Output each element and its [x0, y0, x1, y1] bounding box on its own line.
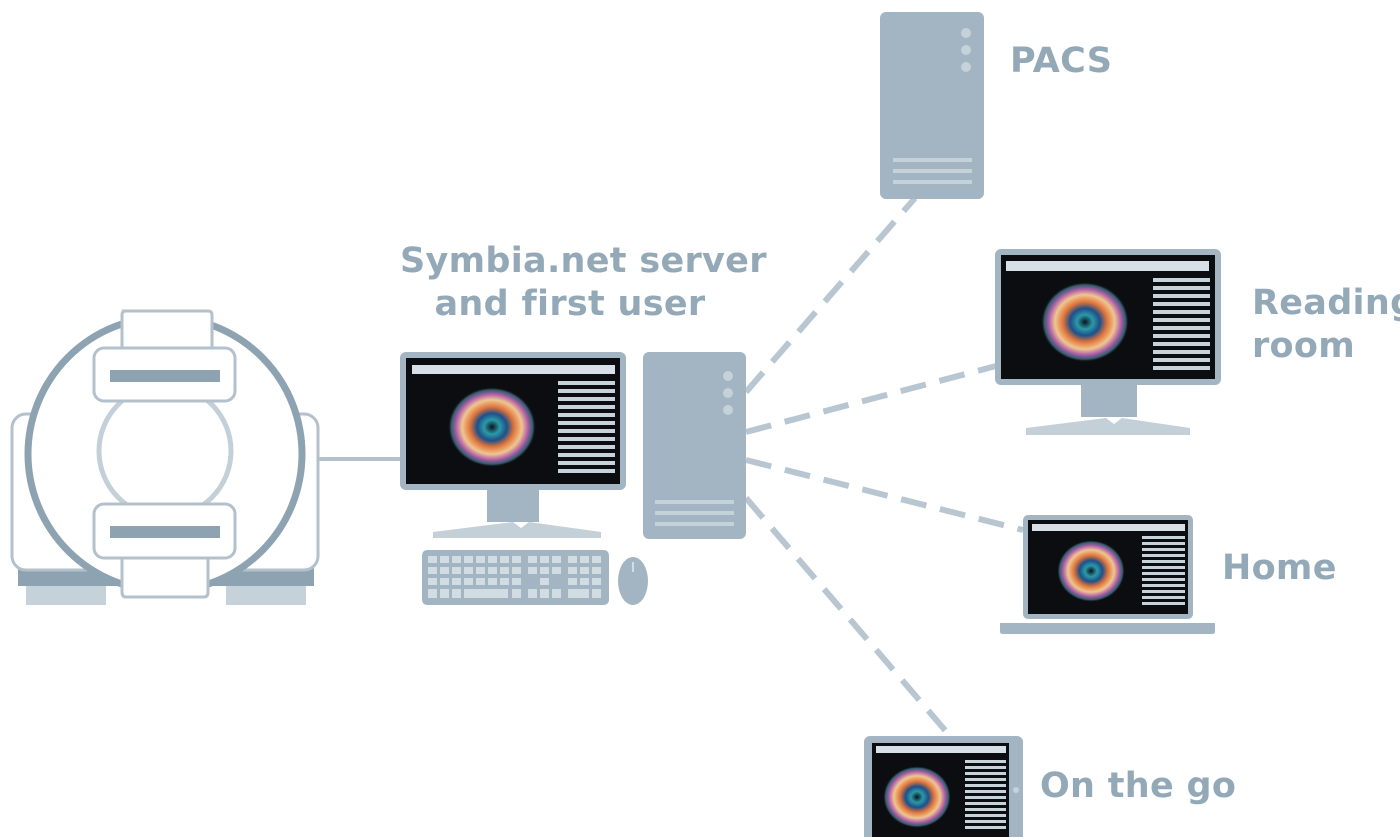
label-reading-room: Reading room: [1252, 282, 1400, 368]
label-home: Home: [1222, 547, 1337, 590]
label-pacs: PACS: [1010, 40, 1112, 83]
connections: [743, 196, 1024, 738]
link-home: [745, 457, 1024, 533]
gamma-scanner-icon: [10, 309, 404, 605]
label-on-the-go: On the go: [1040, 765, 1236, 808]
desktop-monitor-icon: [400, 352, 626, 538]
reading-room-monitor-icon: [995, 249, 1221, 435]
label-server-line1: Symbia.net server: [400, 241, 767, 281]
tablet-icon: [864, 736, 1023, 837]
label-on-the-go-text: On the go: [1040, 766, 1237, 806]
link-pacs: [743, 196, 918, 394]
server-tower-icon: [643, 352, 746, 539]
label-server: Symbia.net server and first user: [400, 240, 767, 326]
label-pacs-text: PACS: [1010, 41, 1113, 81]
heart-scan-image: [448, 387, 536, 467]
mouse-icon: [618, 557, 648, 605]
link-on-the-go: [743, 496, 953, 738]
link-reading-room: [745, 363, 997, 435]
pacs-tower-icon: [880, 12, 984, 199]
label-server-line2: and first user: [434, 284, 706, 324]
keyboard-icon: [422, 550, 609, 605]
laptop-icon: [1000, 515, 1215, 634]
label-reading-line2: room: [1252, 326, 1356, 366]
label-reading-line1: Reading: [1252, 283, 1400, 323]
label-home-text: Home: [1222, 548, 1337, 588]
